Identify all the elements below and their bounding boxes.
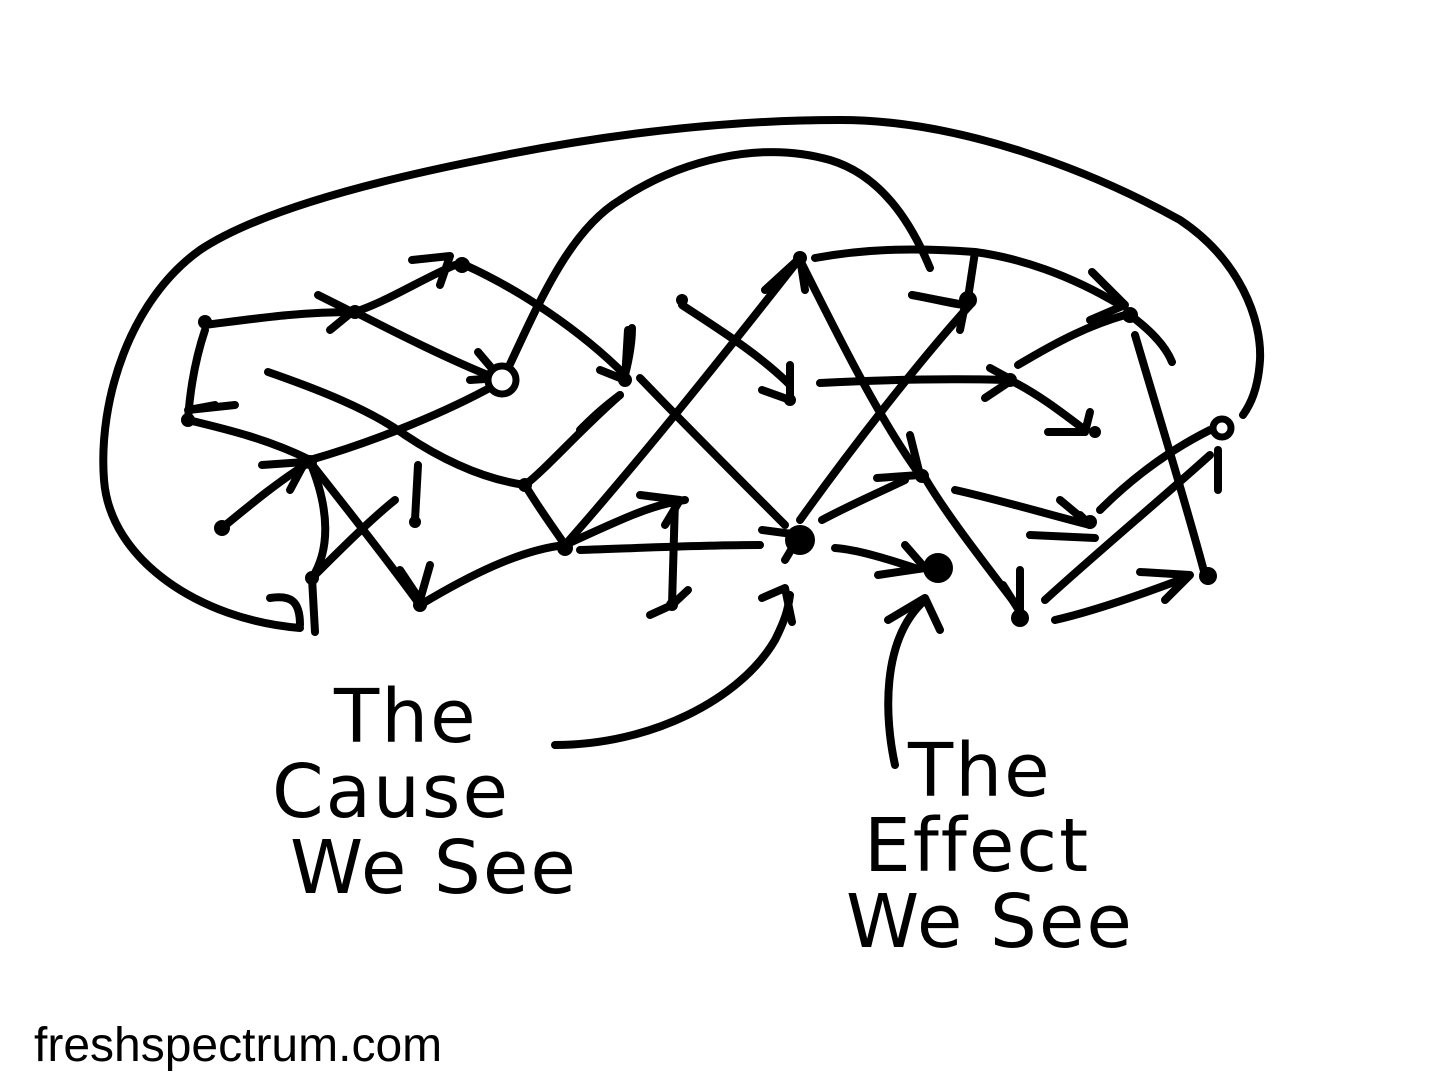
edge <box>816 375 1009 387</box>
edge <box>1014 311 1129 369</box>
node <box>915 469 929 483</box>
upper-arc <box>501 148 934 379</box>
edge <box>1051 574 1189 624</box>
node <box>793 251 807 265</box>
edge <box>1096 426 1214 514</box>
cause-node <box>785 525 815 555</box>
arrowhead <box>1136 568 1194 604</box>
edge <box>411 461 422 524</box>
arrowhead <box>408 252 454 289</box>
node <box>1003 373 1017 387</box>
cause-label-line1: The <box>334 674 478 760</box>
hollow-node <box>484 362 520 398</box>
edge <box>951 486 1094 529</box>
node <box>959 291 977 309</box>
node <box>676 294 688 306</box>
node <box>214 520 230 536</box>
arrowhead <box>1044 408 1094 436</box>
edge <box>796 256 924 479</box>
edge <box>416 541 569 609</box>
edge <box>668 496 679 609</box>
site-credit: freshspectrum.com <box>34 1019 443 1072</box>
edge <box>818 476 909 524</box>
node <box>784 394 796 406</box>
node <box>1089 426 1101 438</box>
edge <box>521 481 569 549</box>
edge <box>306 381 499 464</box>
arrowhead <box>908 291 969 334</box>
edge <box>1131 331 1209 579</box>
cause-pointer <box>551 591 794 749</box>
edge <box>184 416 314 464</box>
edge <box>964 248 979 302</box>
edge <box>561 254 804 549</box>
node <box>348 305 362 319</box>
node <box>518 478 532 492</box>
node <box>409 516 421 528</box>
arrowhead <box>758 584 796 626</box>
hollow-node <box>1209 415 1235 441</box>
arrowhead <box>396 561 434 604</box>
effect-label-line2: Effect <box>864 803 1091 890</box>
node <box>305 571 319 585</box>
node <box>1083 515 1097 529</box>
edge <box>1041 451 1214 604</box>
edge <box>636 374 789 529</box>
effect-label-line1: The <box>908 728 1052 814</box>
node <box>1011 609 1029 627</box>
effect-label-line3: We See <box>846 878 1134 965</box>
arrowhead <box>636 491 684 529</box>
node <box>618 373 632 387</box>
node <box>666 599 678 611</box>
arrowhead <box>1026 531 1099 542</box>
edge <box>1006 376 1089 434</box>
node <box>1122 307 1138 323</box>
enclosing-loop <box>99 116 1265 632</box>
node <box>198 315 212 329</box>
node <box>413 598 427 612</box>
cause-label-line3: We See <box>290 824 578 911</box>
effect-label: The Effect We See <box>846 728 1134 965</box>
node <box>181 413 195 427</box>
arrowhead <box>999 566 1024 616</box>
edge <box>678 301 794 389</box>
node <box>557 540 573 556</box>
cause-label-line2: Cause <box>272 749 510 836</box>
node <box>454 257 470 273</box>
effect-node <box>923 553 953 583</box>
edge <box>796 301 974 524</box>
node <box>1199 567 1217 585</box>
edge <box>308 496 399 582</box>
edge <box>831 544 919 572</box>
arrowhead <box>884 594 944 634</box>
edge <box>201 308 359 329</box>
edge <box>351 308 499 382</box>
edge <box>266 593 304 629</box>
effect-pointer <box>884 596 929 769</box>
cause-label: The Cause We See <box>272 674 578 911</box>
edge <box>264 368 529 489</box>
edge <box>576 391 624 434</box>
node <box>303 455 317 469</box>
arrowhead <box>184 401 239 414</box>
edge <box>461 261 629 379</box>
arrowhead <box>1086 268 1129 324</box>
edge <box>308 574 319 636</box>
